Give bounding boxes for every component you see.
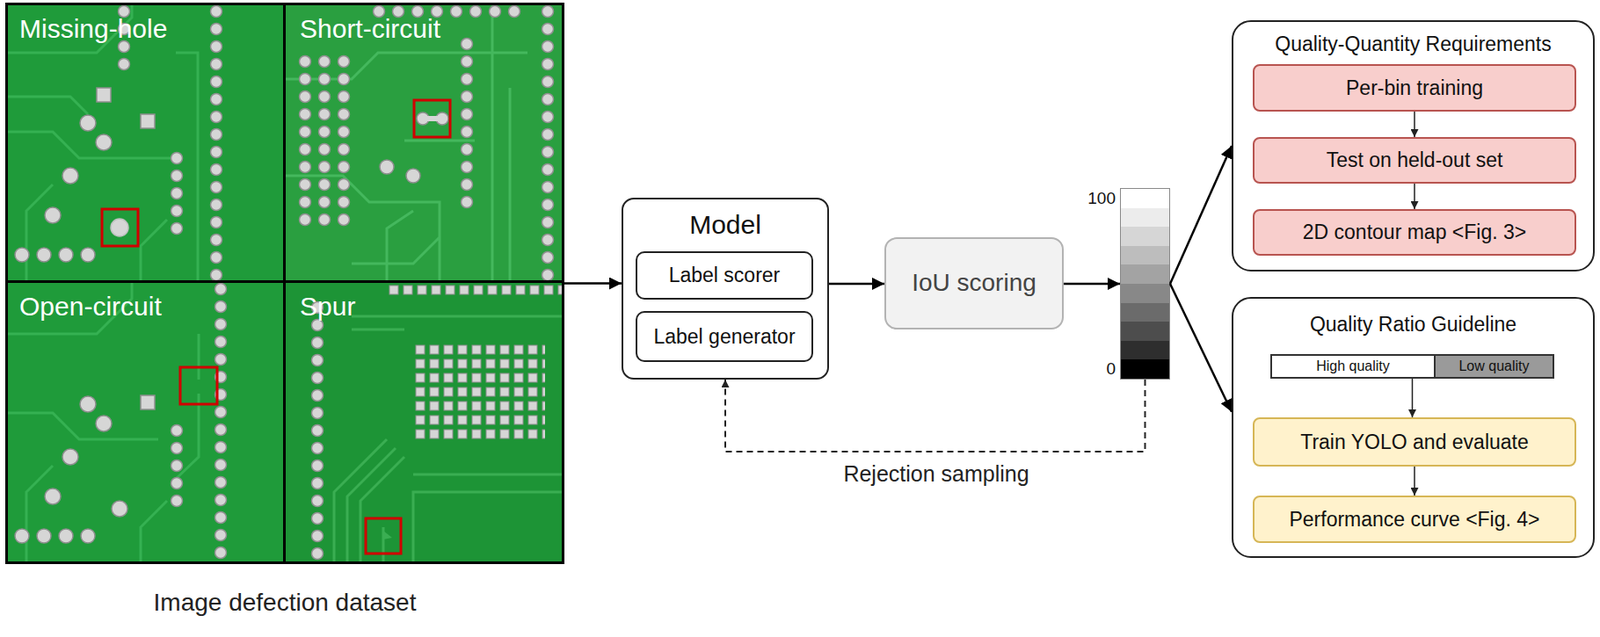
pad [80, 396, 96, 413]
process-box: 2D contour map <Fig. 3> [1252, 209, 1577, 256]
pad [58, 529, 73, 544]
flow-arrow [564, 282, 622, 285]
defect-box [414, 100, 451, 138]
scale-min: 0 [1105, 359, 1116, 379]
flow-arrow [1170, 145, 1232, 284]
pad [80, 529, 95, 544]
defect-box [101, 209, 139, 247]
pad [80, 247, 95, 262]
pad-column [457, 35, 477, 211]
trace [5, 2, 198, 284]
defect-box [180, 367, 218, 405]
process-box: Test on held-out set [1252, 137, 1577, 184]
image-caption: Image defection dataset [5, 589, 565, 618]
node-label: Train YOLO and evaluate [1300, 430, 1529, 454]
pcb-quadrant [5, 2, 286, 284]
pad [36, 247, 51, 262]
pad-column [307, 298, 328, 563]
ratio-segment: High quality [1272, 356, 1434, 378]
box-title: Model [623, 210, 828, 241]
node-label: Missing-hole [19, 14, 168, 45]
ratio-segment: Low quality [1433, 356, 1553, 378]
pad [379, 160, 394, 175]
node-label: Open-circuit [19, 291, 162, 323]
image-panel: Open-circuit [5, 280, 286, 565]
group-title: Quality-Quantity Requirements [1233, 32, 1593, 56]
pad-column [210, 280, 231, 565]
board [283, 280, 565, 565]
board [5, 2, 286, 284]
pad [406, 168, 421, 183]
pad [80, 115, 96, 131]
group-title: Quality Ratio Guideline [1233, 312, 1593, 336]
model-box: ModelLabel scorerLabel generator [621, 197, 830, 380]
image-panel: Missing-hole [5, 2, 286, 284]
pads [14, 395, 155, 544]
image-panel: Short-circuit [283, 2, 565, 284]
pad [140, 395, 155, 410]
process-box: IoU scoring [884, 237, 1064, 330]
edge-label: Rejection sampling [843, 461, 1029, 488]
trace [5, 280, 199, 565]
trace [334, 316, 563, 565]
spur [383, 530, 393, 540]
pads [14, 87, 155, 262]
board [5, 280, 286, 565]
node-label: Spur [299, 291, 356, 323]
node-label: Per-bin training [1345, 76, 1484, 100]
node-label: 2D contour map <Fig. 3> [1302, 220, 1527, 244]
pcb-quadrant [283, 2, 565, 284]
pad-grid [295, 52, 354, 229]
node-label: IoU scoring [911, 269, 1037, 298]
pad [44, 488, 61, 505]
node-label: Short-circuit [299, 14, 441, 45]
board [283, 2, 565, 284]
pad [44, 207, 61, 224]
flow-arrow [1170, 283, 1232, 413]
pad [14, 529, 30, 544]
group-box: Quality Ratio GuidelineHigh qualityLow q… [1231, 297, 1595, 559]
pad-column [167, 421, 187, 510]
pad-grid [413, 342, 546, 442]
pad [62, 167, 79, 184]
short-bridge [422, 116, 443, 122]
pad-row [386, 283, 565, 298]
pad [96, 87, 111, 102]
node-label: Test on held-out set [1326, 148, 1504, 172]
pcb-quadrant [283, 280, 565, 565]
pad [140, 114, 155, 129]
trace [283, 2, 528, 284]
process-box: Per-bin training [1252, 64, 1577, 112]
pad [58, 247, 73, 262]
defect-box [365, 518, 401, 554]
pad [111, 501, 128, 517]
flow-arrow [829, 283, 885, 286]
process-box: Label scorer [635, 251, 814, 300]
feedback-arrow [725, 379, 1146, 452]
image-panel: Spur [283, 280, 565, 565]
dataset-image: Image defection datasetMissing-holeShort… [5, 2, 565, 565]
pad [36, 529, 51, 544]
pad-column [167, 149, 187, 238]
process-box: Performance curve <Fig. 4> [1252, 495, 1577, 544]
pad [14, 247, 30, 262]
pad [95, 415, 112, 432]
score-scale: 1000 [1120, 188, 1171, 380]
node-label: Performance curve <Fig. 4> [1288, 508, 1540, 531]
group-box: Quality-Quantity RequirementsPer-bin tra… [1231, 20, 1595, 272]
pad-column [206, 2, 226, 284]
node-label: Label generator [653, 325, 795, 349]
pad-column [538, 2, 558, 284]
pad [62, 449, 79, 466]
node-label: Label scorer [669, 263, 781, 287]
missing-hole-pad [110, 218, 129, 237]
scale-max: 100 [1087, 189, 1116, 209]
process-box: Label generator [635, 311, 814, 363]
pcb-quadrant [5, 280, 286, 565]
pad [95, 134, 112, 151]
flow-arrow [1063, 283, 1120, 286]
process-box: Train YOLO and evaluate [1252, 417, 1577, 467]
ratio-bar: High qualityLow quality [1270, 354, 1555, 379]
